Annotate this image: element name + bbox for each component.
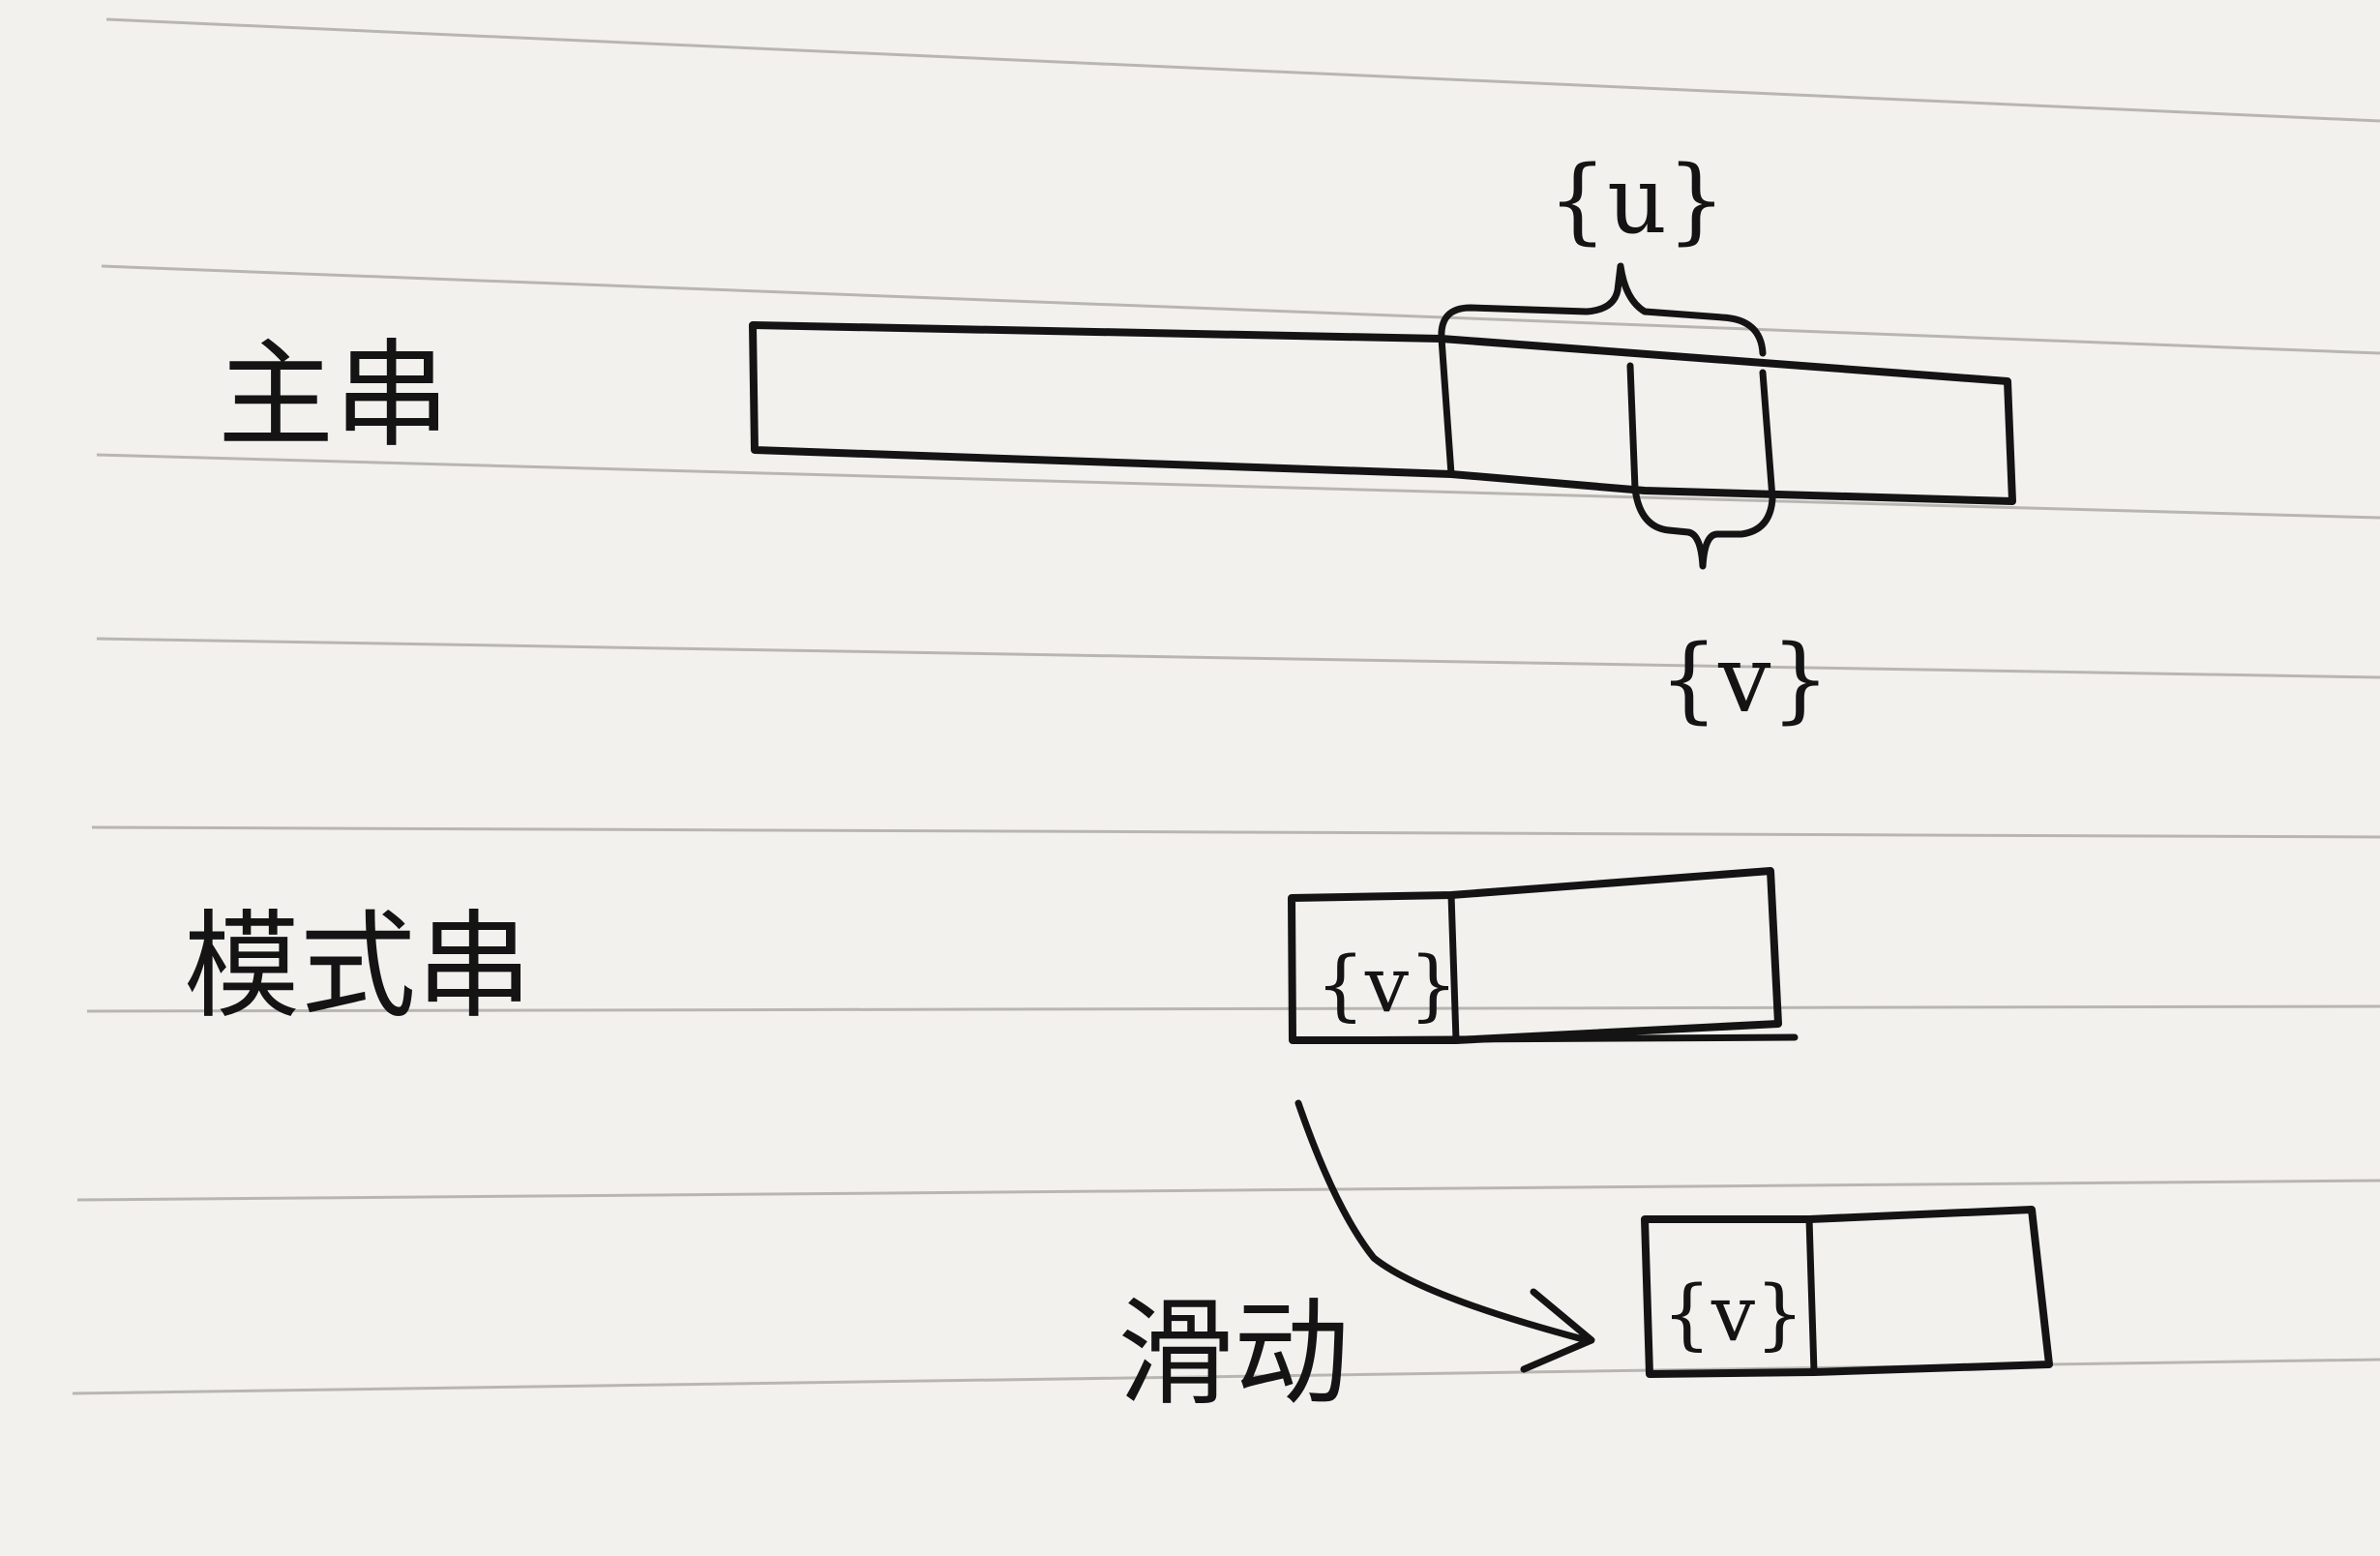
v-brace bbox=[1631, 485, 1776, 570]
rule-line bbox=[91, 825, 2380, 839]
rule-line bbox=[101, 264, 2380, 355]
pattern-string-bar bbox=[1288, 867, 1799, 1044]
rule-line bbox=[76, 1179, 2380, 1202]
v-set-label: {v} bbox=[1659, 625, 1830, 733]
rule-line bbox=[96, 453, 2380, 520]
rule-line bbox=[86, 1004, 2380, 1013]
main-string-bar bbox=[749, 321, 2016, 505]
slid-v-label: {v} bbox=[1662, 1269, 1804, 1359]
pattern-bar-underline bbox=[1289, 1033, 1799, 1044]
main-bar-outline bbox=[749, 321, 2016, 505]
slide-label: 滑动 bbox=[1117, 1287, 1350, 1421]
pattern-v-label: {v} bbox=[1316, 940, 1458, 1030]
u-segment-left-divider bbox=[1438, 335, 1455, 478]
rule-line bbox=[105, 17, 2380, 123]
ruled-lines bbox=[72, 17, 2380, 1395]
v-segment-right-divider bbox=[1759, 369, 1776, 502]
pattern-string-label: 模式串 bbox=[184, 900, 532, 1034]
v-segment-left-divider bbox=[1626, 362, 1639, 493]
slid-pattern-bar bbox=[1641, 1206, 2053, 1378]
rule-line bbox=[96, 637, 2380, 679]
pattern-bar-divider bbox=[1447, 891, 1460, 1044]
slide-arrowhead bbox=[1520, 1288, 1595, 1373]
u-set-label: {u} bbox=[1548, 146, 1726, 254]
main-string-label: 主串 bbox=[218, 329, 450, 464]
slid-bar-divider bbox=[1805, 1215, 1818, 1376]
u-brace bbox=[1438, 262, 1767, 357]
slide-arrow-curve bbox=[1294, 1099, 1591, 1344]
